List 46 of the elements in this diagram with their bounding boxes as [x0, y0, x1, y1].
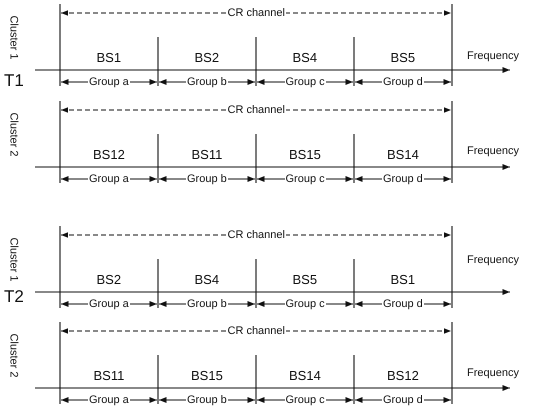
dimension-label: Group a [88, 394, 130, 406]
dimension-label: Group c [284, 298, 326, 310]
band-label: BS11 [94, 368, 124, 382]
dimension-label: Group b [186, 298, 228, 310]
dimension-label: Group a [88, 298, 130, 310]
dimension-label: CR channel [226, 8, 286, 18]
dimension-label: CR channel [226, 230, 286, 240]
band-label: BS15 [289, 148, 321, 160]
band-label: BS2 [96, 272, 122, 286]
dimension-label: Group c [284, 76, 326, 88]
dimension-label: Group b [186, 394, 228, 406]
dimension-label: Group d [382, 394, 424, 406]
time-label: T1 [4, 72, 24, 88]
dimension-label: Group a [88, 174, 130, 184]
band-label: BS15 [191, 368, 223, 382]
axis-label: Frequency [467, 368, 519, 378]
dimension-label: Group b [186, 174, 228, 184]
axis-label: Frequency [467, 254, 519, 266]
dimension-label: Group d [382, 298, 424, 310]
dimension-label: Group d [382, 76, 424, 88]
band-label: BS14 [387, 148, 419, 160]
dimension-label: CR channel [226, 104, 286, 116]
dimension-label: Group c [284, 394, 326, 406]
band-label: BS5 [390, 50, 416, 64]
band-label: BS14 [289, 368, 321, 382]
band-label: BS11 [192, 148, 222, 160]
band-label: BS2 [194, 50, 220, 64]
band-label: BS4 [292, 50, 318, 64]
axis-label: Frequency [467, 50, 519, 62]
dimension-label: Group d [382, 174, 424, 184]
axis-label: Cluster 1 [8, 14, 19, 60]
band-label: BS1 [390, 272, 416, 286]
axis-label: Cluster 1 [8, 236, 19, 282]
band-label: BS5 [292, 272, 318, 286]
dimension-label: Group a [88, 76, 130, 88]
dimension-label: Group b [186, 76, 228, 88]
axis-label: Frequency [467, 146, 519, 156]
band-label: BS4 [194, 272, 220, 286]
axis-label: Cluster 2 [8, 332, 19, 378]
dimension-label: Group c [284, 174, 326, 184]
band-label: BS1 [96, 50, 122, 64]
dimension-label: CR channel [226, 326, 286, 336]
band-label: BS12 [387, 368, 419, 382]
axis-label: Cluster 2 [8, 112, 19, 156]
time-label: T2 [4, 288, 24, 304]
band-label: BS12 [93, 148, 125, 160]
